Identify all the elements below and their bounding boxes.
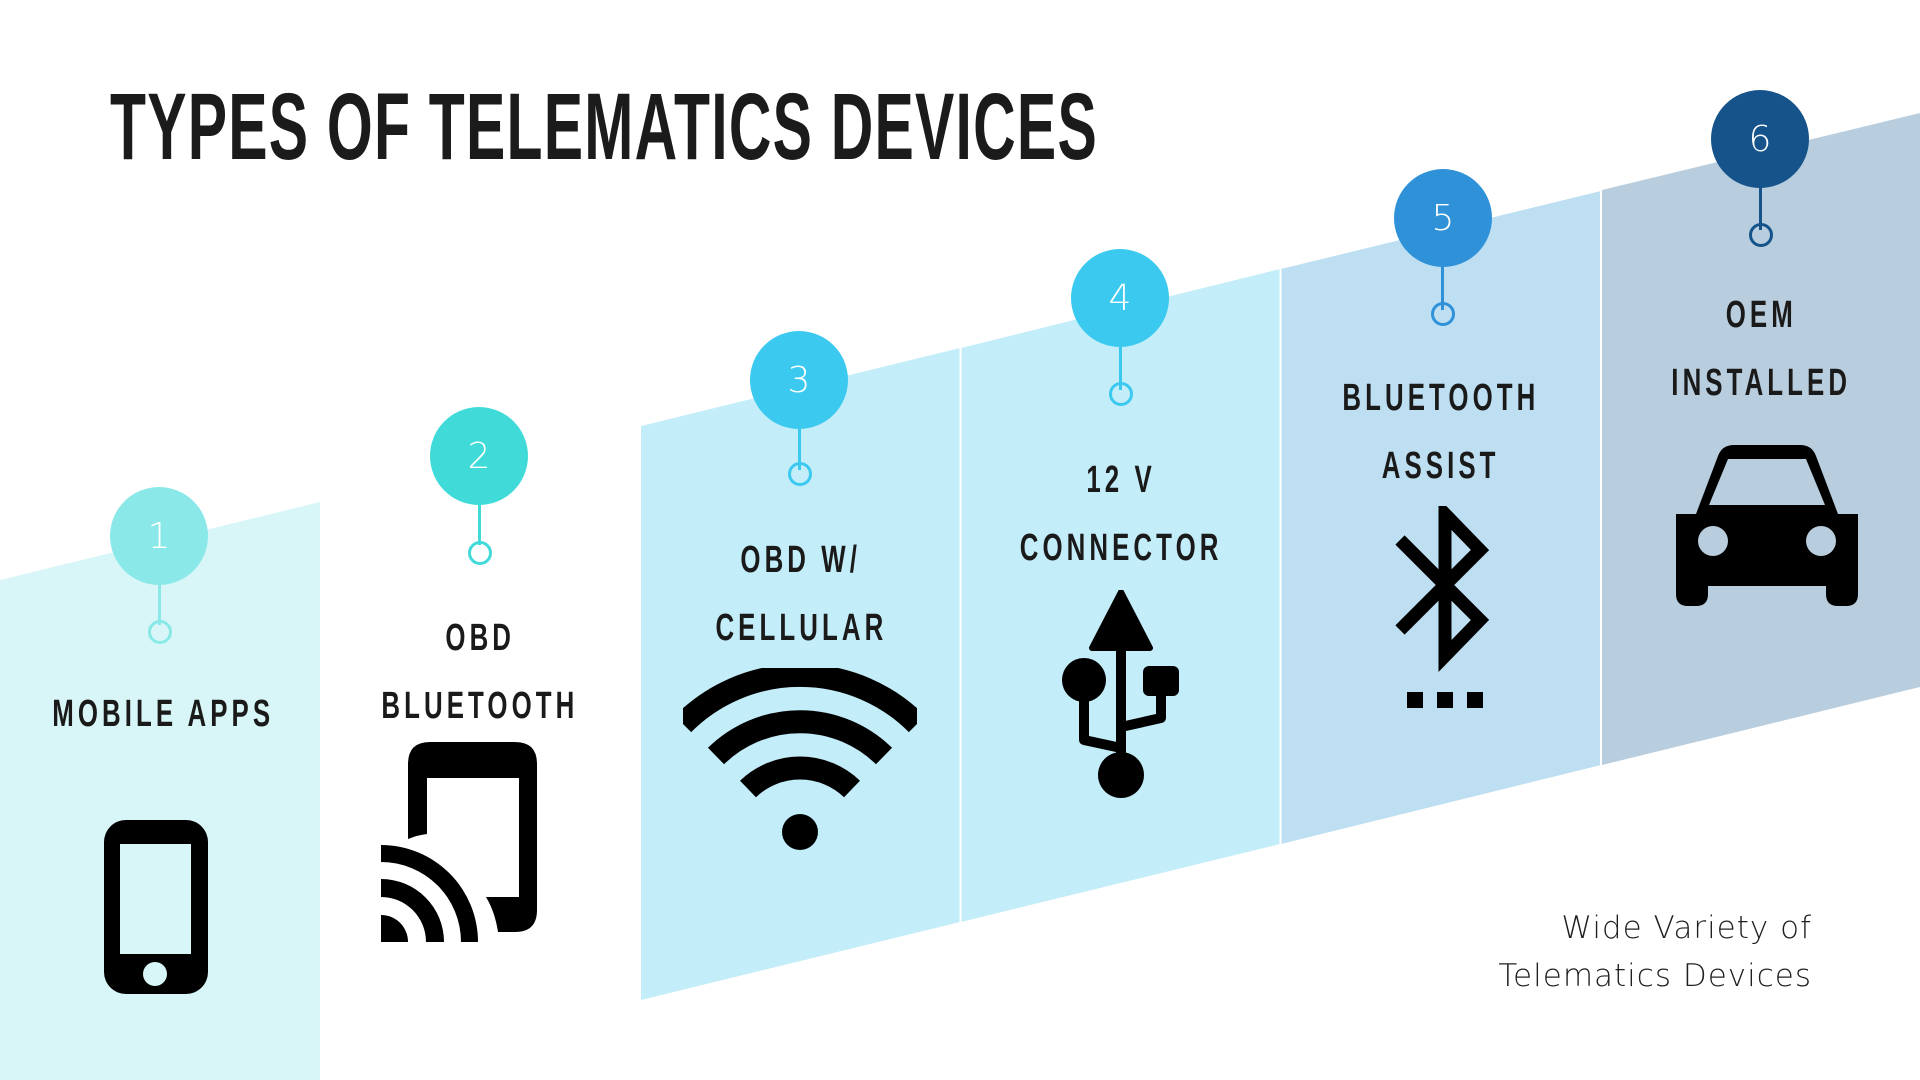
bluetooth-searching-icon	[1395, 506, 1490, 708]
label-line-1: OBD	[445, 617, 515, 659]
label-line-2: BLUETOOTH	[381, 685, 579, 727]
connector-ring	[147, 620, 172, 644]
label-line-1: OBD W/	[740, 539, 862, 581]
connector-stem	[477, 490, 481, 545]
label-line-2: CELLULAR	[715, 607, 887, 649]
wifi-icon	[683, 668, 917, 850]
device-bluetooth-assist: 5 BLUETOOTH ASSIST	[1281, 0, 1601, 1080]
device-label: MOBILE APPS	[0, 680, 320, 748]
step-badge: 4	[1071, 249, 1169, 347]
page-title: TYPES OF TELEMATICS DEVICES	[110, 74, 1098, 180]
device-label: 12 V CONNECTOR	[961, 446, 1281, 582]
device-oem-installed: 6 OEM INSTALLED	[1601, 0, 1920, 1080]
connector-stem	[157, 570, 161, 625]
connector-ring	[1748, 223, 1773, 247]
connector-stem	[1118, 335, 1122, 390]
connector-ring	[1431, 302, 1455, 326]
device-obd-bluetooth: 2 OBD BLUETOOTH	[320, 0, 640, 1080]
panel-mobile-apps	[0, 502, 320, 1080]
label-line-2: CONNECTOR	[1019, 527, 1223, 569]
smartphone-icon	[104, 820, 208, 994]
connector-stem	[1441, 255, 1444, 310]
device-label: OBD W/ CELLULAR	[641, 526, 961, 662]
connector-ring	[788, 462, 812, 486]
device-label: BLUETOOTH ASSIST	[1281, 364, 1601, 500]
step-badge: 5	[1394, 169, 1492, 267]
connector-ring	[467, 541, 492, 565]
label-line-1: OEM	[1725, 294, 1797, 336]
label-line-2: ASSIST	[1382, 445, 1500, 487]
step-badge: 2	[430, 407, 528, 505]
subtitle-line-2: Telematics Devices	[1498, 958, 1812, 994]
device-mobile-apps: 1 MOBILE APPS	[0, 0, 320, 1080]
connector-ring	[1108, 382, 1133, 406]
label-line-1: MOBILE APPS	[52, 693, 275, 735]
cast-to-phone-icon	[381, 742, 537, 942]
label-line-1: BLUETOOTH	[1342, 377, 1540, 419]
usb-icon	[1062, 590, 1179, 798]
step-badge: 6	[1711, 90, 1809, 188]
subtitle: Wide Variety of Telematics Devices	[1498, 904, 1812, 1000]
label-line-1: 12 V	[1086, 459, 1156, 501]
car-icon	[1676, 445, 1858, 606]
label-line-2: INSTALLED	[1671, 362, 1851, 404]
step-badge: 1	[110, 487, 208, 585]
device-label: OBD BLUETOOTH	[320, 604, 640, 740]
step-badge: 3	[750, 331, 848, 429]
subtitle-line-1: Wide Variety of	[1561, 910, 1812, 946]
device-obd-cellular: 3 OBD W/ CELLULAR	[641, 0, 961, 1080]
connector-stem	[798, 415, 801, 470]
connector-stem	[1758, 175, 1762, 230]
device-12v-connector: 4 12 V CONNECTOR	[961, 0, 1281, 1080]
device-label: OEM INSTALLED	[1601, 281, 1920, 417]
